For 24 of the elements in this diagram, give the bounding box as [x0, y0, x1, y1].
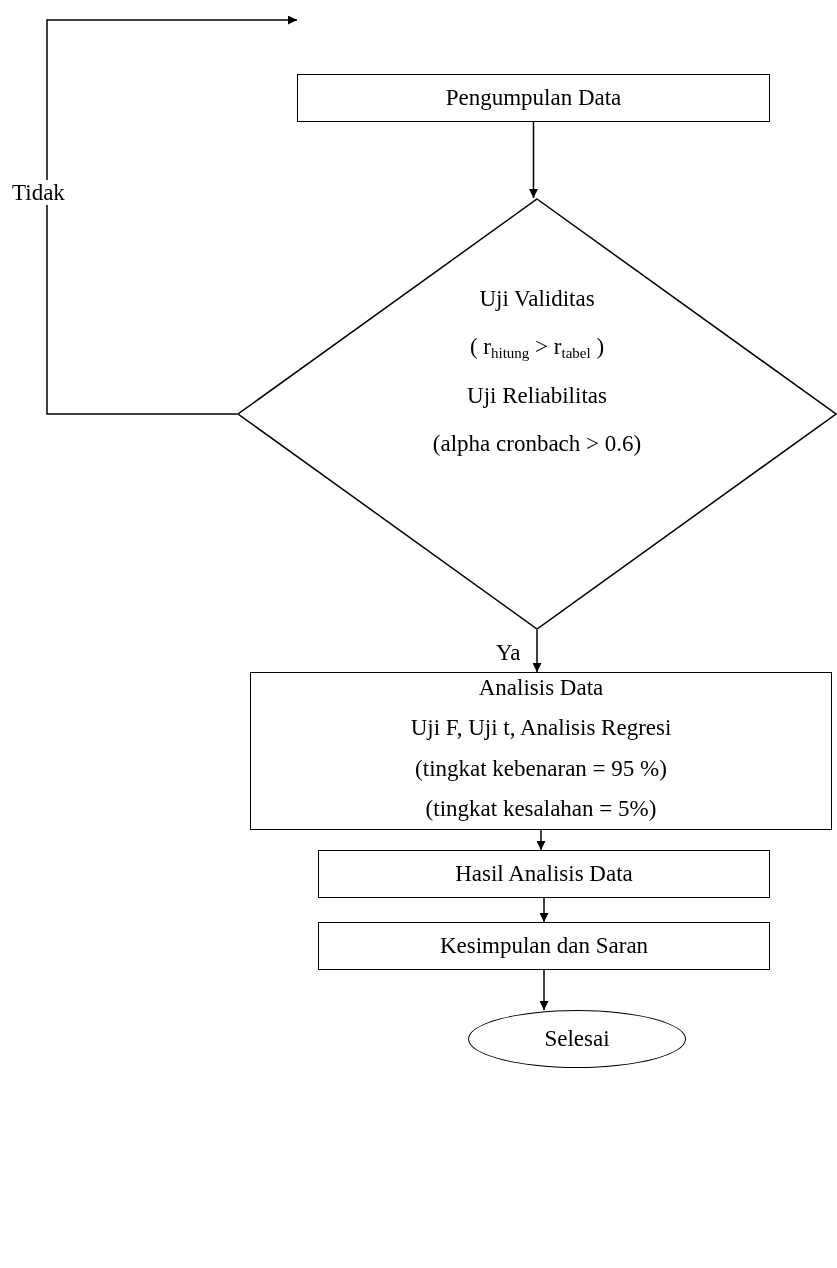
node-text: Uji Reliabilitas: [467, 382, 607, 410]
arrow: [532, 629, 542, 673]
node-text: (alpha cronbach > 0.6): [432, 431, 642, 458]
process-box: [250, 672, 832, 830]
node-text: (tingkat kesalahan = 5%): [425, 796, 657, 823]
arrow: [539, 897, 549, 923]
node-text: Uji F, Uji t, Analisis Regresi: [410, 715, 672, 742]
arrow: [536, 829, 546, 851]
edge-label: Tidak: [10, 180, 67, 206]
decision-diamond: [237, 198, 837, 630]
arrow: [529, 121, 538, 199]
process-box: [318, 850, 770, 898]
arrow: [46, 15, 298, 415]
node-text: ( r$_{hitung}$ > r$_{tabel}$ ): [469, 334, 605, 361]
arrow: [539, 969, 549, 1011]
node-text: Pengumpulan Data: [445, 84, 622, 112]
process-box: [318, 922, 770, 970]
process-box: [297, 74, 770, 122]
node-text: Kesimpulan dan Saran: [439, 932, 649, 960]
node-text: (tingkat kebenaran = 95 %): [415, 755, 667, 783]
node-text: Uji Validitas: [479, 286, 595, 313]
node-text: Analisis Data: [478, 675, 604, 702]
node-text: Hasil Analisis Data: [455, 860, 633, 888]
node-text: Selesai: [544, 1025, 610, 1053]
